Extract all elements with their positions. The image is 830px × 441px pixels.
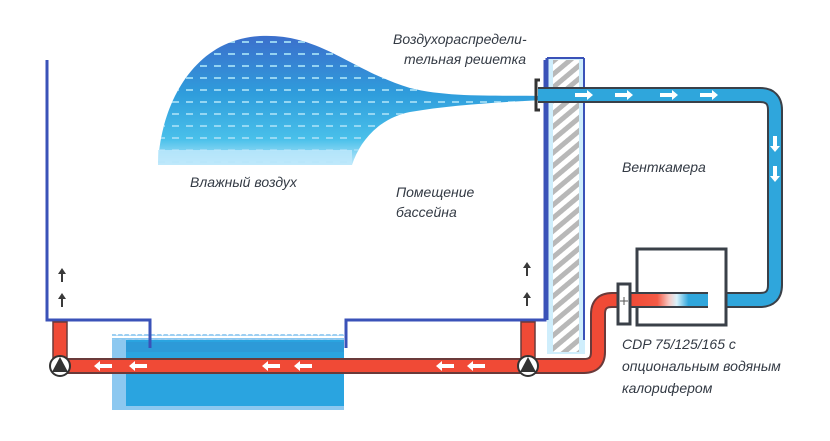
label-air-distributor-2: тельная решетка [404, 51, 526, 67]
arrow-up-icon [523, 292, 531, 306]
flow-arrow-left [94, 361, 112, 371]
label-pool-room-2: бассейна [396, 204, 457, 220]
label-unit-1: CDP 75/125/165 с [622, 336, 736, 352]
unit-internal-duct [630, 292, 708, 308]
label-air-distributor-1: Воздухораспредели- [393, 31, 527, 47]
flow-arrow-right [660, 90, 678, 100]
flow-arrow-left [262, 361, 280, 371]
supply-flow-arrows [575, 90, 780, 182]
air-distributor-grille [534, 78, 540, 112]
left-wall [45, 60, 152, 348]
label-pool-room-1: Помещение [396, 184, 475, 200]
label-unit-3: калорифером [622, 380, 713, 396]
floor-right [344, 60, 547, 348]
flow-arrow-right [575, 90, 593, 100]
fan-left-icon [49, 355, 71, 377]
supply-air-duct [538, 87, 783, 308]
flow-arrow-left [129, 361, 147, 371]
arrow-up-icon [58, 293, 66, 307]
damper [616, 282, 632, 326]
label-vent-chamber: Венткамера [622, 159, 706, 175]
humid-air-cloud [158, 35, 545, 165]
flow-arrow-left [467, 361, 485, 371]
flow-arrow-left [436, 361, 454, 371]
warm-air-pipe [52, 292, 622, 374]
flow-arrow-right [615, 90, 633, 100]
fan-right-icon [517, 355, 539, 377]
pool-room-walls [45, 60, 547, 348]
label-humid-air: Влажный воздух [190, 174, 297, 190]
arrow-up-icon [58, 268, 66, 282]
vent-chamber-wall [545, 57, 585, 354]
inflow-arrows [58, 262, 531, 307]
flow-arrow-down [770, 136, 780, 152]
flow-arrow-left [294, 361, 312, 371]
label-unit-2: опциональным водяным [622, 358, 781, 374]
arrow-up-icon [523, 262, 531, 276]
warm-flow-arrows [94, 361, 485, 371]
cdp-unit [635, 247, 728, 327]
flow-arrow-down [770, 166, 780, 182]
flow-arrow-right [700, 90, 718, 100]
